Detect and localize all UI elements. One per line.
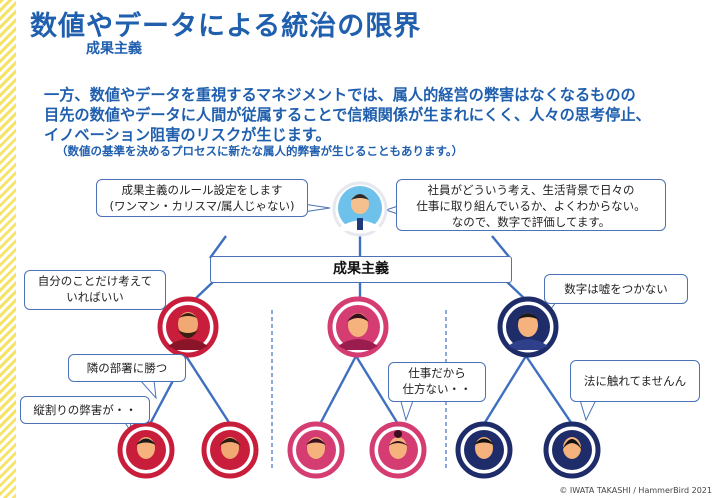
bubble-line: 隣の部署に勝つ: [86, 361, 168, 375]
bubble-line: 仕方ない・・: [402, 382, 472, 396]
manager-avatar: [332, 181, 388, 237]
mid-manager-center-avatar: [327, 296, 389, 358]
speech-bubble-numbers-dont-lie: 数字は嘘をつかない: [544, 274, 688, 304]
connector-lines: [148, 232, 573, 425]
bubble-line: 数字は嘘をつかない: [564, 282, 668, 296]
speech-bubble-cant-help-it: 仕事だから 仕方ない・・: [388, 362, 486, 402]
bubble-line: 自分のことだけ考えて: [37, 274, 153, 288]
page-subtitle: 成果主義: [86, 41, 142, 57]
bubble-line: いればいい: [66, 290, 124, 304]
bubble-line: 仕事だから: [408, 366, 466, 380]
copyright-text: © IWATA TAKASHI / HammerBird 2021: [559, 486, 712, 495]
bubble-line: 法に触れてませんん: [583, 374, 687, 388]
body-text-line-2: 目先の数値やデータに人間が従属することで信頼関係が生まれにくく、人々の思考停止、: [44, 106, 651, 124]
staff-avatar-1: [117, 421, 175, 479]
bubble-line: 社員がどういう考え、生活背景で日々の: [427, 183, 635, 197]
speech-bubble-not-illegal: 法に触れてませんん: [570, 360, 700, 402]
bubble-line: 仕事に取り組んでいるか、よくわからない。: [416, 199, 646, 213]
speech-bubble-silo-effect: 縦割りの弊害が・・: [20, 396, 150, 424]
staff-avatar-5: [455, 421, 513, 479]
staff-avatar-3: [287, 421, 345, 479]
bubble-line: なので、数字で評価してます。: [451, 215, 611, 229]
body-note: （数値の基準を決めるプロセスに新たな属人的弊害が生じることもあります。）: [56, 144, 464, 158]
speech-bubble-evaluate-by-numbers: 社員がどういう考え、生活背景で日々の 仕事に取り組んでいるか、よくわからない。 …: [396, 179, 666, 231]
speech-bubble-rule-setting: 成果主義のルール設定をします (ワンマン・カリスマ/属人じゃない): [96, 179, 308, 217]
staff-avatar-2: [201, 421, 259, 479]
body-text-line-3: イノベーション阻害のリスクが生じます。: [44, 126, 331, 144]
seika-shugi-banner: 成果主義: [210, 256, 512, 283]
staff-avatar-6: [543, 421, 601, 479]
staff-avatar-4: [369, 421, 427, 479]
page-title: 数値やデータによる統治の限界: [30, 11, 422, 42]
body-text-line-1: 一方、数値やデータを重視するマネジメントでは、属人的経営の弊害はなくなるものの: [44, 86, 636, 104]
bubble-line: 成果主義のルール設定をします: [121, 183, 283, 197]
bubble-line: (ワンマン・カリスマ/属人じゃない): [109, 199, 295, 213]
speech-bubble-self-interest: 自分のことだけ考えて いればいい: [24, 270, 166, 310]
speech-bubble-beat-neighbor: 隣の部署に勝つ: [68, 354, 186, 382]
mid-manager-left-avatar: [157, 296, 219, 358]
mid-manager-right-avatar: [497, 296, 559, 358]
decorative-stripe: [0, 0, 16, 498]
bubble-line: 縦割りの弊害が・・: [33, 403, 137, 417]
